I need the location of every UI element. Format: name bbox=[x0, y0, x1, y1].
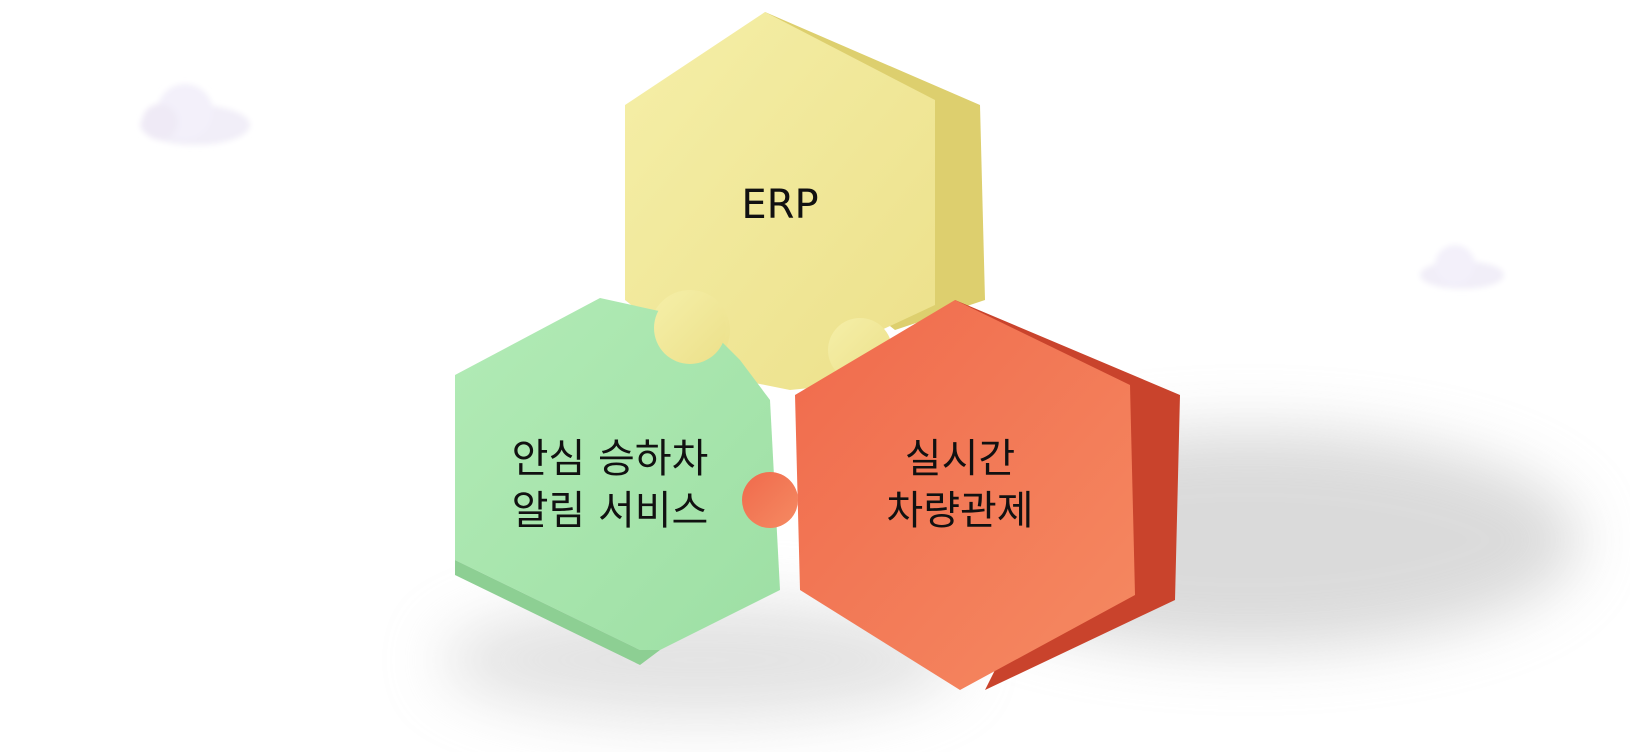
erp-label: ERP bbox=[741, 182, 819, 228]
cloud-icon bbox=[1420, 245, 1504, 289]
realtime-control-piece bbox=[742, 300, 1180, 690]
safety-alert-piece bbox=[455, 292, 780, 665]
realtime-control-label: 실시간 차량관제 bbox=[886, 433, 1033, 537]
realtime-control-label-line1: 실시간 bbox=[904, 436, 1016, 482]
safety-alert-label-line2: 알림 서비스 bbox=[511, 488, 709, 534]
safety-alert-label-line1: 안심 승하차 bbox=[511, 436, 709, 482]
realtime-control-label-line2: 차량관제 bbox=[886, 488, 1034, 534]
safety-alert-label: 안심 승하차 알림 서비스 bbox=[512, 433, 709, 537]
cloud-icon bbox=[140, 84, 250, 145]
